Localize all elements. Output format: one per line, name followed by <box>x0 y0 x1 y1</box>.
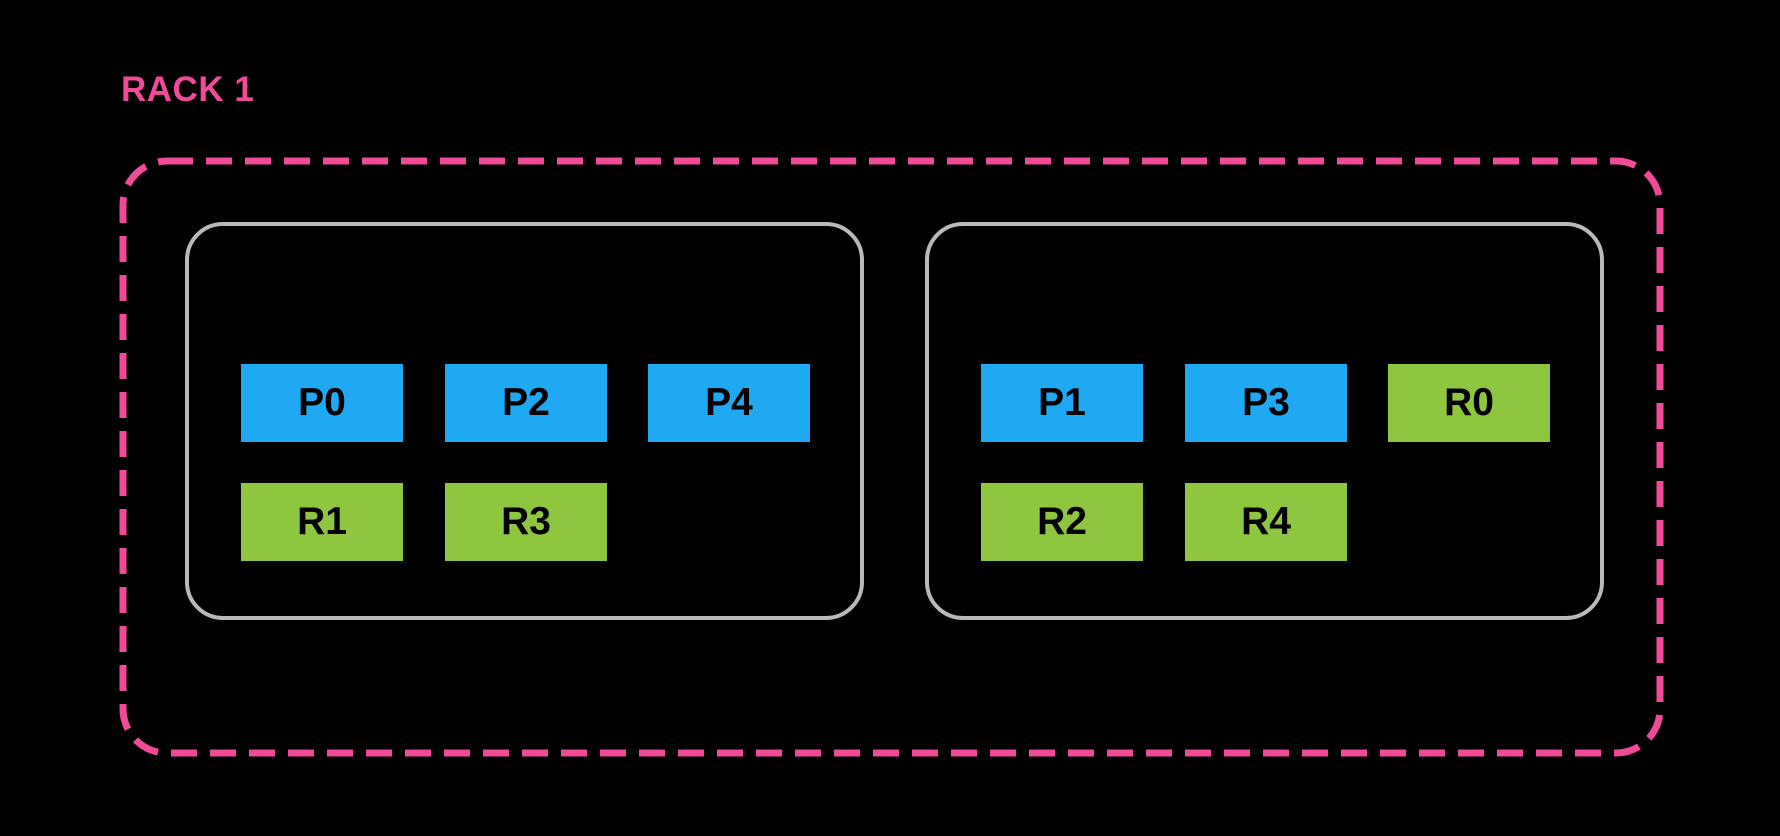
shard-p2: P2 <box>445 364 607 442</box>
shard-r1: R1 <box>241 483 403 561</box>
shard-r2: R2 <box>981 483 1143 561</box>
node-1-box: P0 P2 P4 R1 R3 <box>185 222 864 620</box>
shard-p4: P4 <box>648 364 810 442</box>
shard-p1: P1 <box>981 364 1143 442</box>
shard-p0: P0 <box>241 364 403 442</box>
node-2-box: P1 P3 R0 R2 R4 <box>925 222 1604 620</box>
rack-dashed-border <box>119 157 1664 757</box>
shard-r0: R0 <box>1388 364 1550 442</box>
shard-r3: R3 <box>445 483 607 561</box>
shard-p3: P3 <box>1185 364 1347 442</box>
shard-r4: R4 <box>1185 483 1347 561</box>
rack-title: RACK 1 <box>121 70 255 109</box>
